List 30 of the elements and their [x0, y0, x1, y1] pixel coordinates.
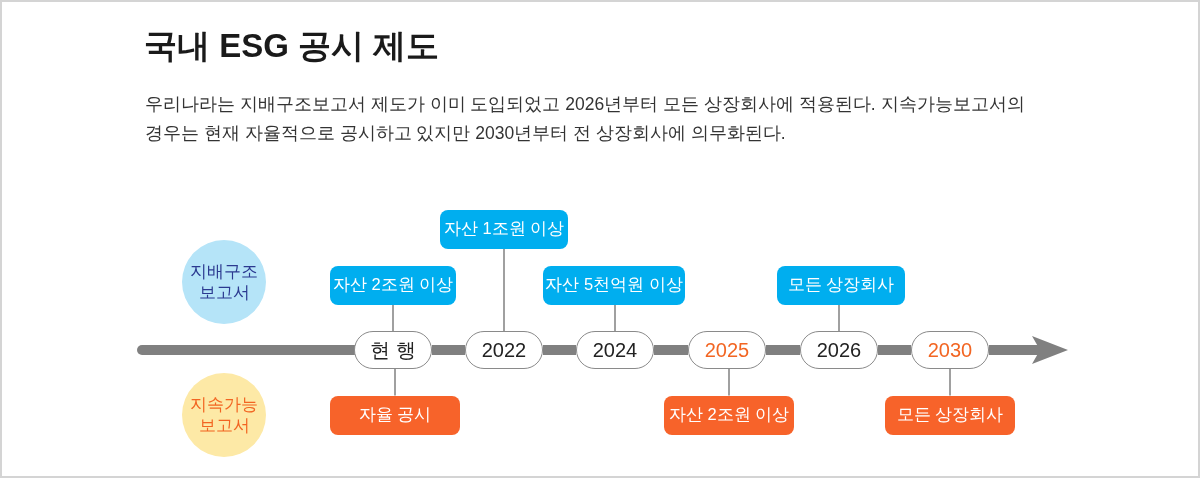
criteria-box: 자산 1조원 이상 [440, 209, 568, 249]
category-circle: 지속가능 보고서 [182, 373, 266, 457]
title: 국내 ESG 공시 제도 [144, 26, 440, 66]
year-pill: 2024 [576, 331, 654, 369]
timeline-segment [543, 345, 576, 355]
year-pill: 2026 [800, 331, 878, 369]
criteria-box: 모든 상장회사 [885, 395, 1015, 435]
category-circle: 지배구조 보고서 [182, 240, 266, 324]
leader-line [614, 303, 616, 332]
leader-line [503, 247, 505, 332]
year-pill: 2030 [911, 331, 989, 369]
criteria-box: 자산 2조원 이상 [664, 395, 794, 435]
criteria-box: 자산 2조원 이상 [330, 265, 456, 305]
criteria-box: 자율 공시 [330, 395, 460, 435]
leader-line [838, 303, 840, 332]
leader-line [949, 368, 951, 397]
criteria-box: 모든 상장회사 [777, 265, 905, 305]
timeline-arrow [989, 336, 1068, 364]
year-pill: 2025 [688, 331, 766, 369]
timeline-segment [766, 345, 800, 355]
description-text: 우리나라는 지배구조보고서 제도가 이미 도입되었고 2026년부터 모든 상장회사에 적용된다. 지속가능보고서의 경우는 현재 자율적으로 공시하고 있지만 2030년부터 전 상장회사에 의무화된다. [145, 93, 1026, 145]
year-pill: 2022 [465, 331, 543, 369]
criteria-box: 자산 5천억원 이상 [543, 265, 685, 305]
year-pill: 현 행 [354, 331, 432, 369]
timeline-segment [878, 345, 911, 355]
leader-line [392, 303, 394, 332]
timeline-segment [654, 345, 688, 355]
leader-line [728, 368, 730, 397]
timeline-segment [432, 345, 465, 355]
leader-line [394, 368, 396, 397]
